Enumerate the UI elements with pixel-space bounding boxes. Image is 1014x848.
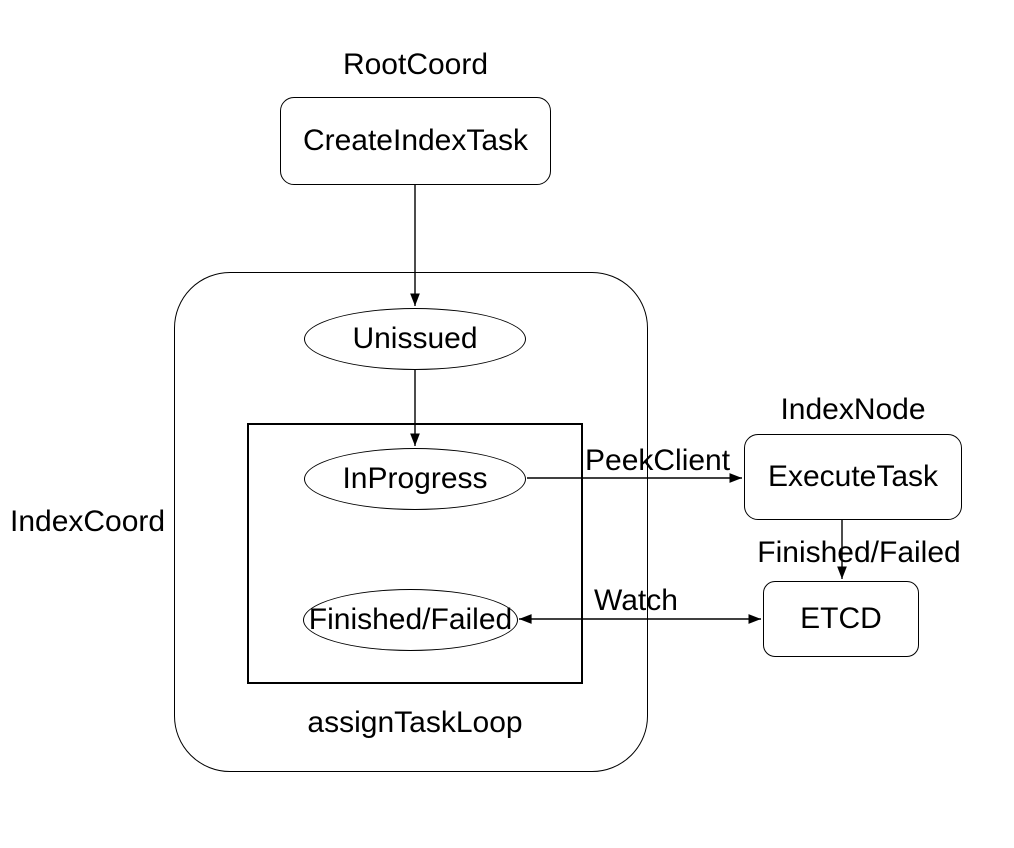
node-unissued: Unissued — [304, 308, 526, 370]
root-coord-label: RootCoord — [342, 48, 489, 81]
edge-finished-failed-label: Finished/Failed — [757, 536, 961, 569]
node-finished-failed-label: Finished/Failed — [308, 603, 513, 636]
node-unissued-label: Unissued — [352, 322, 478, 355]
node-create-index-task: CreateIndexTask — [280, 97, 551, 185]
edge-watch-label: Watch — [594, 584, 678, 617]
node-execute-task-label: ExecuteTask — [767, 460, 939, 493]
node-etcd: ETCD — [763, 581, 919, 657]
node-execute-task: ExecuteTask — [744, 434, 962, 520]
node-create-index-task-label: CreateIndexTask — [302, 124, 529, 157]
index-node-label: IndexNode — [780, 393, 926, 426]
node-in-progress-label: InProgress — [342, 462, 488, 495]
assign-task-loop-label: assignTaskLoop — [307, 706, 523, 739]
node-in-progress: InProgress — [304, 448, 526, 510]
node-finished-failed: Finished/Failed — [303, 589, 518, 651]
index-coord-label: IndexCoord — [10, 505, 166, 538]
node-etcd-label: ETCD — [800, 602, 882, 635]
index-coord-container — [174, 272, 648, 772]
edge-peek-client-label: PeekClient — [585, 444, 731, 477]
